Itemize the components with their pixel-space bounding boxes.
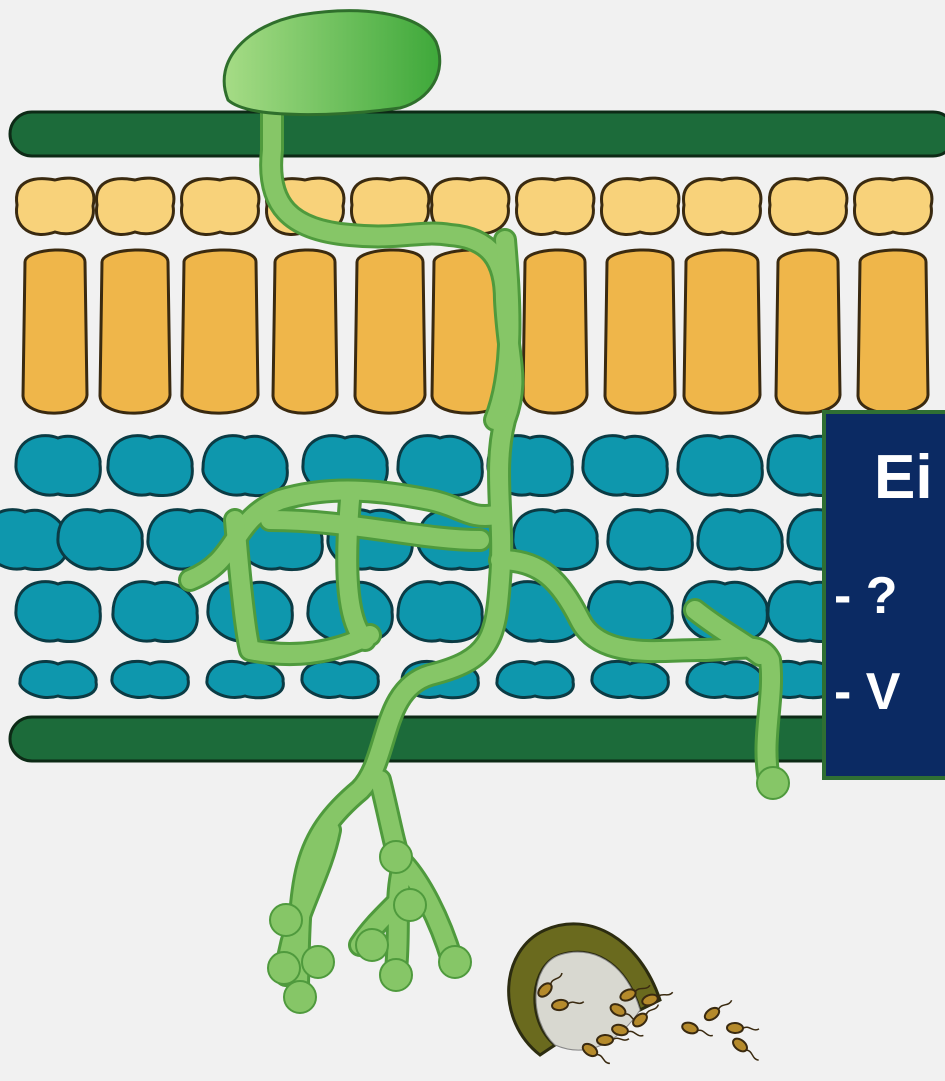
fruiting-body xyxy=(509,924,762,1068)
label-line-1: - ? xyxy=(834,566,898,626)
spongy-cell xyxy=(16,582,100,642)
conidium xyxy=(439,946,471,978)
palisade-top-cell xyxy=(683,178,760,234)
ascospore-flagellum xyxy=(596,1054,611,1065)
palisade-cell xyxy=(23,250,87,413)
germinating-spore xyxy=(224,11,440,115)
palisade-cell xyxy=(684,250,760,413)
spongy-cell xyxy=(203,436,287,496)
spongy-cell xyxy=(497,661,574,697)
palisade-top-cell xyxy=(96,178,173,234)
conidium xyxy=(270,904,302,936)
spongy-cell xyxy=(678,436,762,496)
spongy-cell xyxy=(398,582,482,642)
conidium xyxy=(380,959,412,991)
ascospore-flagellum xyxy=(613,1038,629,1041)
hypha xyxy=(396,870,402,970)
palisade-top-cell xyxy=(854,178,931,234)
palisade-top-cell xyxy=(181,178,258,234)
conidium xyxy=(394,889,426,921)
palisade-cell xyxy=(605,250,675,413)
palisade-top-cell xyxy=(601,178,678,234)
conidium xyxy=(380,841,412,873)
palisade-top-cell xyxy=(516,178,593,234)
palisade-top-cell xyxy=(769,178,846,234)
palisade-cell xyxy=(858,250,928,413)
conidium xyxy=(284,981,316,1013)
label-box: Ei - ? - V xyxy=(822,410,945,780)
palisade-cell xyxy=(100,250,170,413)
ascospore-flagellum xyxy=(718,999,732,1010)
ascospore-body xyxy=(597,1035,614,1046)
spongy-cell xyxy=(112,661,189,697)
ascospore-flagellum xyxy=(743,1027,759,1030)
ascospore-flagellum xyxy=(745,1049,759,1061)
ascospore xyxy=(727,1023,759,1034)
spongy-cell xyxy=(58,510,142,570)
label-title: Ei xyxy=(874,442,933,513)
ascospore-body xyxy=(681,1021,699,1035)
ascospore-body xyxy=(727,1023,743,1034)
palisade-cell xyxy=(523,250,587,413)
lower-epidermis xyxy=(10,717,945,761)
spongy-cell xyxy=(108,436,192,496)
ascospore xyxy=(703,996,735,1023)
spongy-cell xyxy=(302,661,379,697)
spongy-cell xyxy=(687,661,764,697)
conidium xyxy=(757,767,789,799)
ascospore-flagellum xyxy=(628,1031,644,1037)
palisade-top-cell xyxy=(16,178,93,234)
spongy-cell xyxy=(608,510,692,570)
ascospore xyxy=(681,1021,715,1040)
ascospore-body xyxy=(731,1036,750,1054)
spongy-cell xyxy=(20,661,97,697)
spongy-cell xyxy=(16,436,100,496)
conidium xyxy=(268,952,300,984)
palisade-cell xyxy=(776,250,840,413)
ascospore xyxy=(731,1036,762,1064)
spongy-cell xyxy=(592,661,669,697)
upper-epidermis xyxy=(10,112,945,156)
spongy-cell xyxy=(207,661,284,697)
palisade-layer xyxy=(16,178,931,413)
label-line-2: - V xyxy=(834,662,900,722)
spongy-cell xyxy=(698,510,782,570)
spongy-cell xyxy=(583,436,667,496)
palisade-cell xyxy=(355,250,425,413)
palisade-cell xyxy=(273,250,337,413)
ascospore-flagellum xyxy=(697,1029,713,1036)
conidium xyxy=(302,946,334,978)
conidium xyxy=(356,929,388,961)
palisade-cell xyxy=(182,250,258,413)
